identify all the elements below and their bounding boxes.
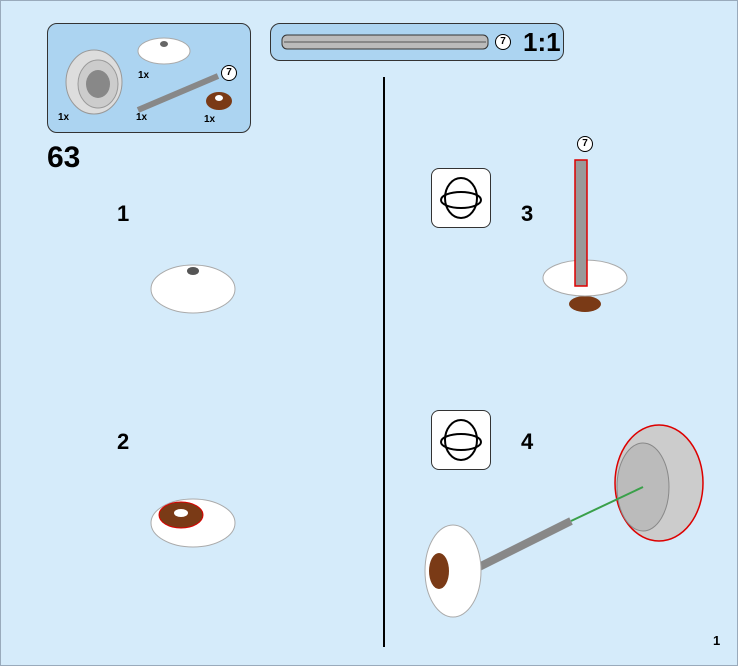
step-number: 63 <box>47 141 81 174</box>
axle-length-callout: 7 <box>221 65 237 81</box>
dish-with-tile-drawing <box>150 498 236 548</box>
page-number: 1 <box>713 633 721 648</box>
dish-part <box>137 37 191 65</box>
dish-drawing <box>150 264 236 314</box>
dish-qty: 1x <box>138 70 150 81</box>
scale-box: 7 1:1 <box>270 23 564 61</box>
divider <box>383 77 385 647</box>
tile-part <box>206 92 232 110</box>
rotate-model-icon <box>431 410 491 470</box>
scale-callout: 7 <box>495 34 511 50</box>
tile-qty: 1x <box>204 114 216 125</box>
scale-label: 1:1 <box>523 27 561 57</box>
substep-3-number: 3 <box>521 201 534 226</box>
substep-2-number: 2 <box>117 429 130 454</box>
rotate-model-icon <box>431 168 491 228</box>
wheel-qty: 1x <box>58 112 70 123</box>
axle-qty: 1x <box>136 112 148 123</box>
parts-list-panel: 1x 1x 1x 7 1x <box>47 23 251 133</box>
wheel-assembly-drawing <box>424 424 704 618</box>
substep-4-number: 4 <box>521 429 534 454</box>
substep-3-callout: 7 <box>577 136 593 152</box>
axle-scale-drawing <box>281 34 489 50</box>
substep-1-number: 1 <box>117 201 130 226</box>
axle-part <box>136 73 220 113</box>
axle-in-dish-drawing <box>542 159 628 312</box>
wheel-part <box>65 49 123 115</box>
